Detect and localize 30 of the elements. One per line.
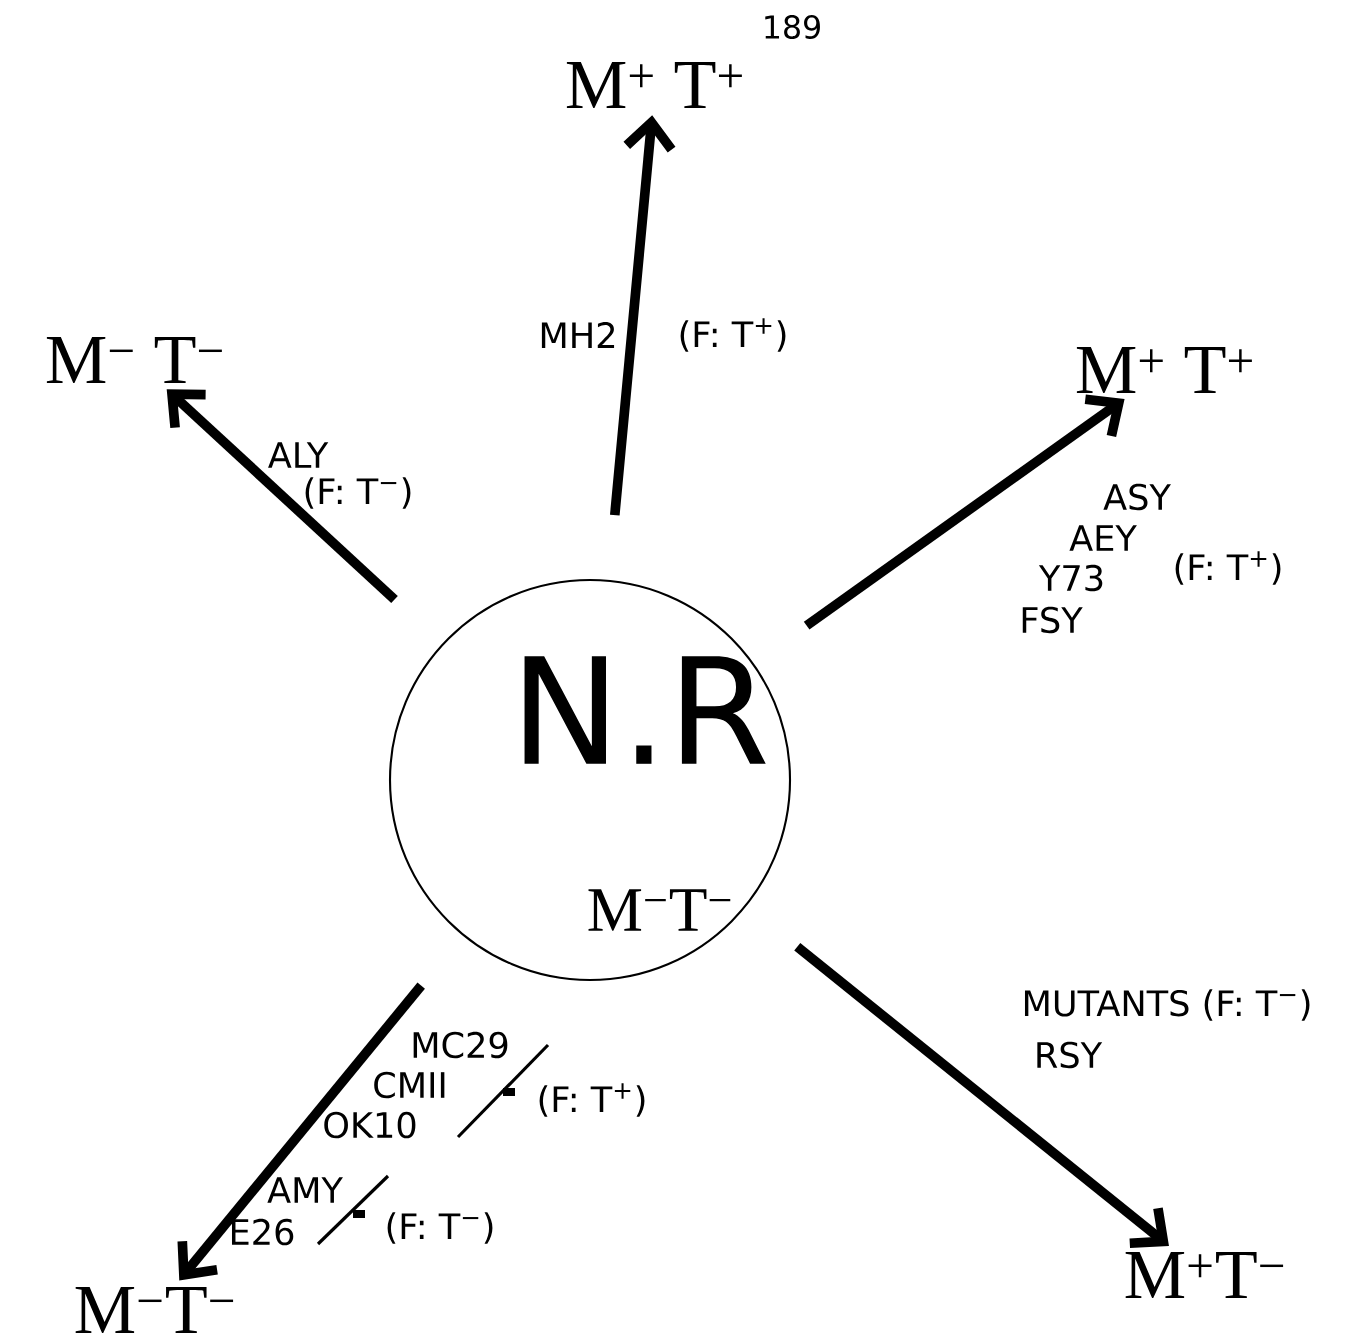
- virus-label: E26: [232, 1218, 294, 1246]
- phenotype-label: M$^{+}$ T$^{+}$: [566, 61, 742, 108]
- virus-label: AEY: [1069, 525, 1137, 551]
- virus-label: (F: T$^{+}$): [1175, 551, 1281, 585]
- virus-label: ASY: [1103, 483, 1171, 511]
- arrow: [166, 389, 398, 604]
- virus-label: FSY: [1022, 606, 1083, 634]
- virus-label: (F: T$^{−}$): [387, 1212, 493, 1244]
- virus-label: (F: T$^{+}$): [539, 1083, 645, 1117]
- virus-label: (F: T$^{−}$): [305, 477, 411, 509]
- arrow: [794, 943, 1169, 1249]
- virus-label: RSY: [1037, 1041, 1103, 1069]
- reference-number: 189: [765, 15, 820, 39]
- arrow: [803, 394, 1125, 630]
- virus-label: MUTANTS (F: T$^{−}$): [1025, 989, 1310, 1021]
- virus-label: (F: T$^{+}$): [680, 318, 786, 352]
- arrow: [609, 115, 676, 516]
- virus-label: MC29: [413, 1031, 508, 1059]
- virus-label: Y73: [1038, 564, 1103, 592]
- virus-label: OK10: [324, 1111, 416, 1139]
- phenotype-label: M$^{−}$T$^{−}$: [75, 1287, 234, 1333]
- virus-label: MH2: [541, 321, 615, 349]
- phenotype-label: M$^{+}$ T$^{+}$: [1076, 347, 1252, 393]
- virus-label: CMII: [374, 1071, 445, 1099]
- virus-label: ALY: [268, 442, 329, 468]
- arrow: [177, 982, 425, 1281]
- phenotype-label: M$^{+}$T$^{−}$: [1125, 1252, 1284, 1298]
- virus-label: AMY: [267, 1177, 343, 1203]
- circle-node: N.R M$^{−}$T$^{−}$: [388, 578, 792, 982]
- phenotype-label: M$^{−}$ T$^{−}$: [46, 337, 222, 383]
